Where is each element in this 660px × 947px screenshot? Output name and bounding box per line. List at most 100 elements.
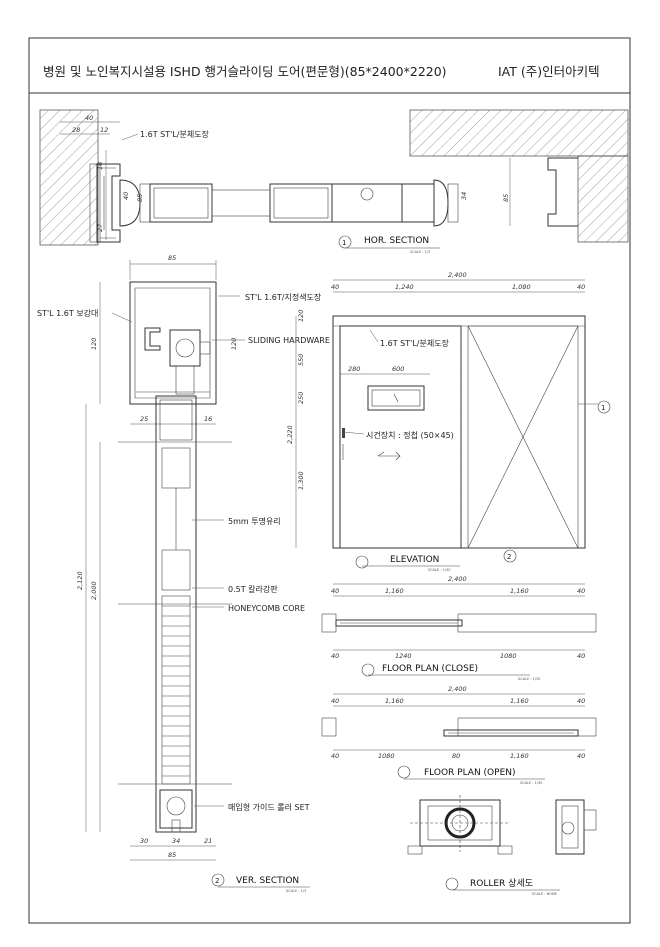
fpo-dim-b: 1,160: [510, 697, 529, 705]
roller-title: ROLLER 상세도: [470, 878, 533, 889]
ver-bottom-roller: [159, 789, 193, 829]
fpo-title-marker: [397, 765, 411, 779]
hor-left-jamb: [96, 163, 121, 243]
fpo-dim-bl40: 40: [331, 752, 339, 760]
fpc-dim-total: 2,400: [448, 575, 467, 583]
elev-dim-1080: 1,080: [512, 283, 531, 291]
elev-lock: [342, 428, 345, 438]
roller-detail: ROLLER 상세도 SCALE : NONE: [407, 795, 597, 896]
elev-dim-1240: 1,240: [395, 283, 414, 291]
ver-honeycomb: [161, 595, 191, 785]
ver-section-num: 2: [215, 877, 219, 885]
hor-door-panel-1: [149, 183, 213, 223]
fpc-dim-a: 1,160: [385, 587, 404, 595]
elev-fixed-panel: [467, 325, 579, 549]
ver-label-glass: 5mm 투명유리: [228, 516, 281, 526]
fpo-dim-e: 80: [452, 752, 460, 760]
fpo-dim-l40: 40: [331, 697, 339, 705]
fpc-title-marker: [361, 663, 375, 677]
ver-dim-120b: 120: [230, 338, 238, 350]
fpo-scale: SCALE : 1/30: [520, 781, 543, 785]
hor-right-bumper: [433, 179, 449, 227]
elev-dim-1300: 1,300: [297, 471, 305, 490]
fpo-dim-br40: 40: [577, 752, 585, 760]
hor-pull-handle: [360, 187, 374, 201]
hor-dim-40b: 40: [122, 192, 130, 200]
elev-dim-2220: 2,220: [286, 425, 294, 444]
fpc-right-wall: [457, 613, 597, 633]
fpo-dim-a: 1,160: [385, 697, 404, 705]
ver-label-steel-reinforce: ST'L 1.6T 보강대: [37, 308, 98, 318]
elev-marker-2: [503, 549, 517, 563]
fpc-scale: SCALE : 1/30: [518, 677, 541, 681]
fpc-dim-d: 1080: [500, 652, 517, 660]
hor-dim-27: 27: [96, 223, 104, 232]
fpo-dim-total: 2,400: [448, 685, 467, 693]
fpo-left-wall: [321, 717, 337, 737]
roller-title-marker: [445, 877, 459, 891]
ver-section-scale: SCALE : 1/3: [286, 889, 306, 893]
fpc-dim-l40: 40: [331, 587, 339, 595]
sheet-border: [28, 37, 631, 924]
hor-dim-85r: 85: [502, 194, 510, 202]
hor-door-panel-2: [269, 183, 333, 223]
ver-hanger: [169, 329, 201, 367]
roller-scale: SCALE : NONE: [532, 892, 557, 896]
elev-label-lock: 시건장치 : 정첩 (50×45): [366, 430, 454, 440]
elev-scale: SCALE : 1/30: [428, 568, 451, 572]
ver-dim-b85: 85: [168, 851, 176, 859]
hor-right-wall: [409, 109, 629, 157]
elev-marker-1: [597, 400, 611, 414]
elev-marker-2-num: 2: [507, 553, 511, 561]
ver-dim-2120: 2,120: [76, 571, 84, 590]
hor-left-wall: [39, 109, 99, 246]
elev-dim-120: 120: [297, 310, 305, 322]
elev-dim-r40: 40: [577, 283, 585, 291]
fpc-title: FLOOR PLAN (CLOSE): [382, 664, 478, 674]
elev-dim-280: 280: [348, 365, 360, 373]
ver-glass-frame: [161, 447, 191, 489]
roller-side-view: [555, 799, 585, 855]
ver-header-box: [129, 281, 217, 405]
fpc-dim-b: 1,160: [510, 587, 529, 595]
floor-plan-open: 2,400 40 1,160 1,160 40 40 1080 80 1,160…: [321, 685, 597, 785]
hor-right-jamb: [547, 157, 578, 227]
fpo-title: FLOOR PLAN (OPEN): [424, 768, 516, 778]
fpc-dim-br40: 40: [577, 652, 585, 660]
fpc-dim-bl40: 40: [331, 652, 339, 660]
hor-dim-34: 34: [460, 192, 468, 200]
hor-dim-85: 85: [136, 194, 144, 202]
hor-dim-28: 28: [72, 126, 80, 134]
elev-title-marker: [355, 555, 369, 569]
ver-label-honeycomb: HONEYCOMB CORE: [228, 604, 305, 613]
elev-dim-250: 250: [297, 392, 305, 404]
ver-section: 85 120 120 25 16: [37, 254, 330, 893]
ver-dim-top85: 85: [168, 254, 176, 262]
elev-label-steel: 1.6T ST'L/분체도장: [380, 338, 450, 348]
hor-dim-40: 40: [85, 114, 93, 122]
hor-section-title: HOR. SECTION: [364, 236, 429, 246]
fpo-dim-d: 1,160: [510, 752, 529, 760]
fpc-door: [335, 619, 463, 627]
hor-section-scale: SCALE : 1/3: [410, 250, 430, 254]
elev-dim-550: 550: [297, 354, 305, 366]
ver-dim-21: 21: [204, 837, 212, 845]
ver-dim-2000: 2,000: [90, 581, 98, 600]
elev-slide-arrow: [377, 451, 401, 461]
hor-section: 40 28 12 18 40 85 27 34 85 1.6T ST'L/분체도…: [39, 109, 629, 254]
fpo-dim-r40: 40: [577, 697, 585, 705]
hor-bumper: [119, 179, 141, 227]
elev-dim-total: 2,400: [448, 271, 467, 279]
hor-section-num: 1: [342, 239, 346, 247]
elevation: 2,400 40 1,240 1,080 40 120 550 250 2,22…: [286, 271, 611, 572]
hor-dim-18: 18: [96, 162, 104, 170]
hor-label-steel: 1.6T ST'L/분체도장: [140, 129, 210, 139]
hor-dim-12: 12: [100, 126, 108, 134]
elev-dim-l40: 40: [331, 283, 339, 291]
fpc-dim-c: 1240: [395, 652, 412, 660]
elev-title: ELEVATION: [390, 555, 439, 565]
ver-dim-30: 30: [140, 837, 148, 845]
company-name: IAT (주)인터아키텍: [498, 64, 600, 79]
fpo-dim-c: 1080: [378, 752, 395, 760]
